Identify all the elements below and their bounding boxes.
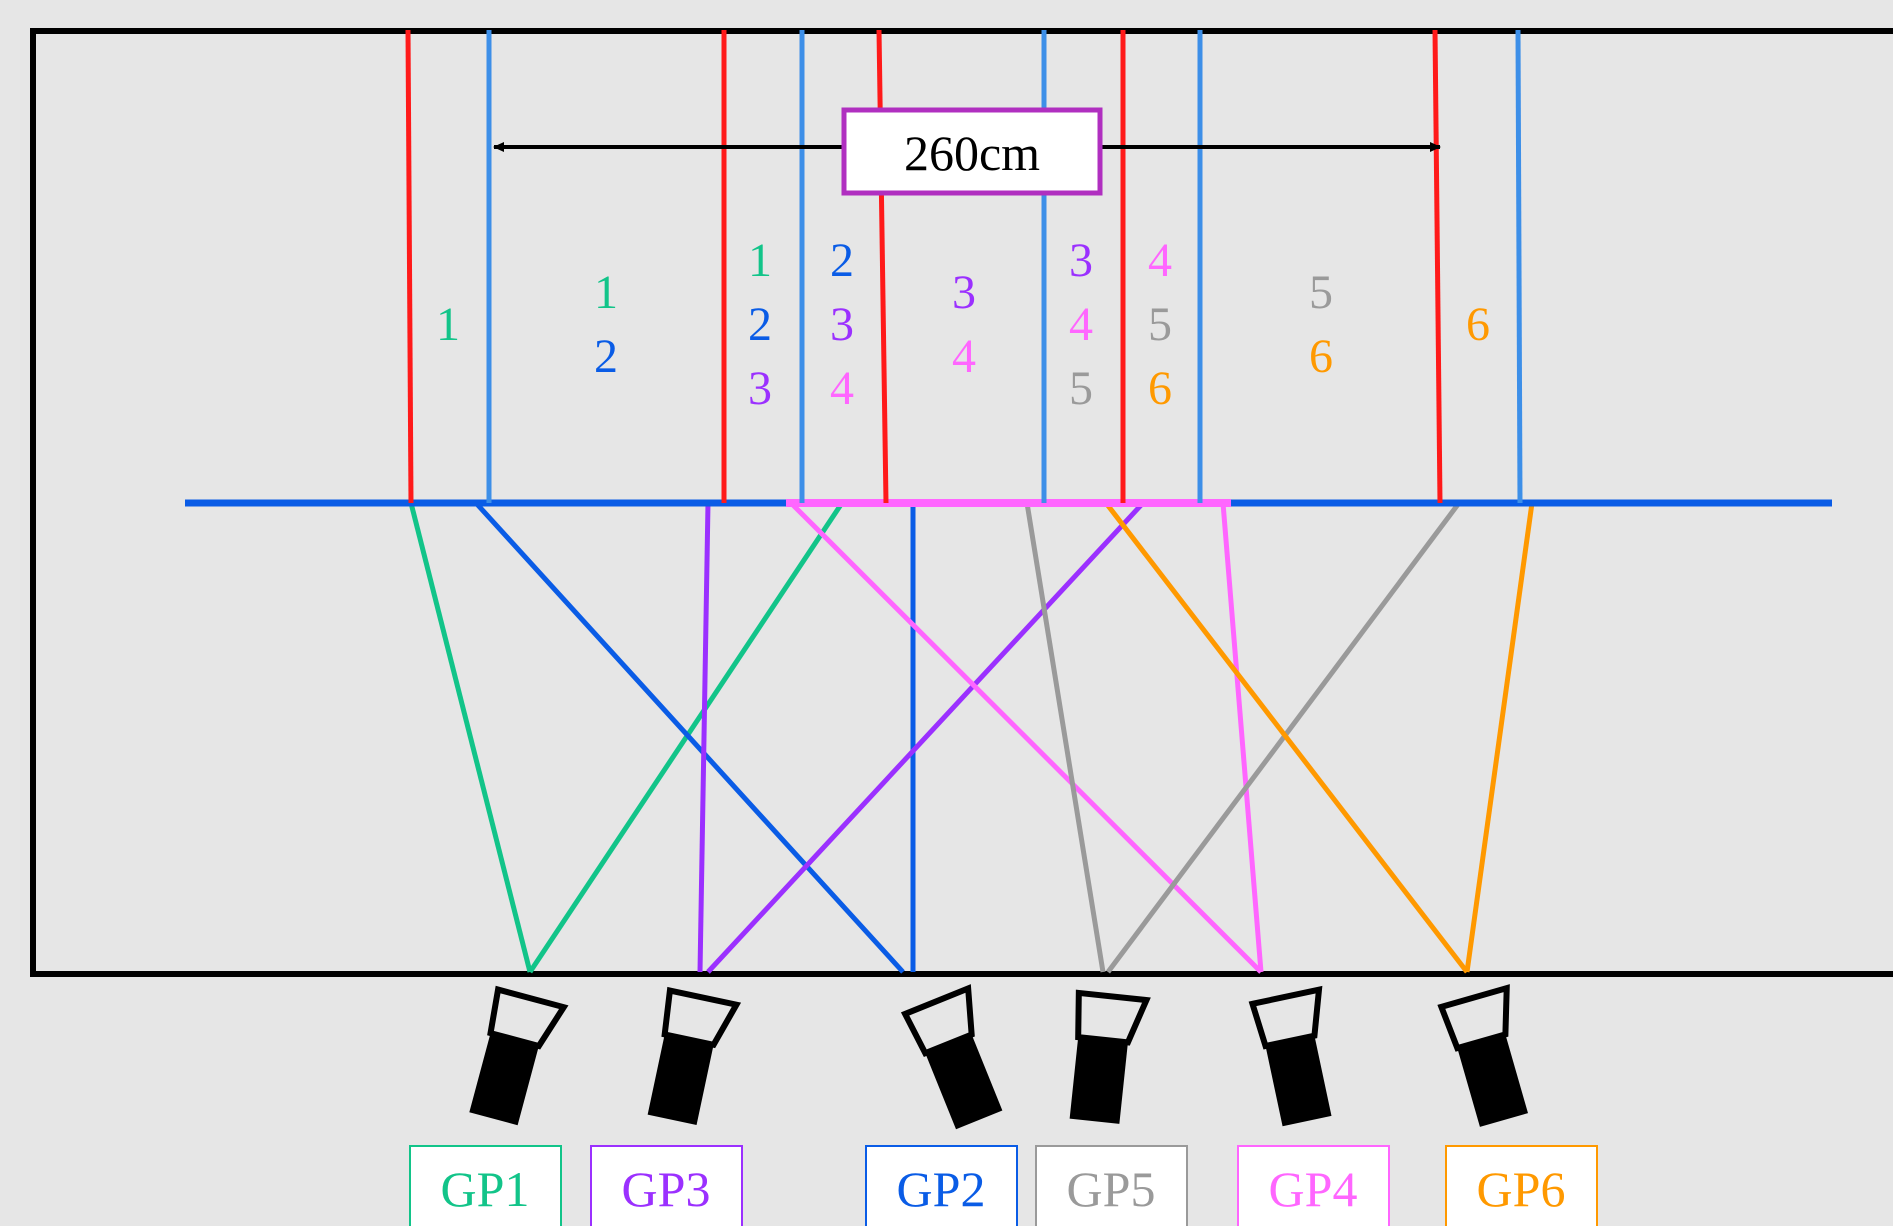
gp6-label-box	[1445, 1145, 1598, 1226]
gp3-fov-line	[706, 501, 1145, 974]
gp1-label: GP1	[441, 1161, 530, 1217]
gp1-label-box	[409, 1145, 562, 1226]
zone-3-number: 3	[748, 362, 772, 415]
zone-2-number: 1	[594, 266, 618, 319]
gp4-camera-icon	[1248, 985, 1332, 1127]
zone-4-number: 2	[830, 234, 854, 287]
room-border	[30, 28, 1893, 977]
zone-6-number: 5	[1069, 362, 1093, 415]
gp4-label-box	[1237, 1145, 1390, 1226]
gp6-fov-line	[1104, 501, 1469, 974]
zone-7-number: 4	[1148, 234, 1172, 287]
gp3-camera-icon	[647, 986, 742, 1126]
zone-6-number: 4	[1069, 298, 1093, 351]
zone-1-number: 1	[436, 298, 460, 351]
zone-7-number: 5	[1148, 298, 1172, 351]
gp6-camera-icon	[1437, 984, 1528, 1127]
gp5-label-box	[1035, 1145, 1188, 1226]
gp1-camera-icon	[469, 985, 569, 1126]
gp2-camera-icon	[900, 984, 1003, 1130]
camera-icons	[469, 984, 1528, 1130]
zone-6-number: 3	[1069, 234, 1093, 287]
gp3-label-box	[590, 1145, 743, 1226]
gp5-fov-line	[1024, 502, 1106, 973]
zone-8-number: 5	[1309, 266, 1333, 319]
vertical-line-5	[876, 29, 889, 504]
zone-3-number: 2	[748, 298, 772, 351]
vertical-line-1	[405, 29, 414, 504]
zone-7-number: 6	[1148, 362, 1172, 415]
zone-4-number: 3	[830, 298, 854, 351]
gp2-fov-line	[474, 501, 905, 974]
zone-4-number: 4	[830, 362, 854, 415]
gp1-fov-line	[527, 501, 845, 974]
gp4-fov-line	[1220, 502, 1264, 973]
zone-9-number: 6	[1466, 298, 1490, 351]
gp3-label: GP3	[622, 1161, 711, 1217]
zone-5-number: 4	[952, 330, 976, 383]
gp6-fov-line	[1464, 502, 1535, 973]
vertical-line-10	[1515, 29, 1523, 504]
gp2-label: GP2	[897, 1161, 986, 1217]
gp4-label: GP4	[1269, 1161, 1358, 1217]
zone-numbers: 1 1 2 1 2 3 2 3 4 3 4 3 4 5 4 5 6 5 6 6	[436, 234, 1490, 415]
measurement-box	[841, 107, 1103, 196]
zone-5-number: 3	[952, 266, 976, 319]
gp5-label: GP5	[1067, 1161, 1156, 1217]
gp6-label: GP6	[1477, 1161, 1566, 1217]
measurement-label: 260cm	[904, 125, 1040, 181]
gp4-fov-line	[789, 501, 1263, 974]
vertical-line-9	[1432, 29, 1443, 504]
zone-3-number: 1	[748, 234, 772, 287]
camera-labels: GP1 GP3 GP2 GP5 GP4 GP6	[409, 1145, 1598, 1226]
gp3-fov-line	[697, 502, 711, 973]
field-of-view-lines	[408, 501, 1535, 974]
zone-8-number: 6	[1309, 330, 1333, 383]
gp5-camera-icon	[1069, 989, 1151, 1124]
gp2-label-box	[865, 1145, 1018, 1226]
zone-2-number: 2	[594, 330, 618, 383]
gp1-fov-line	[408, 502, 533, 973]
